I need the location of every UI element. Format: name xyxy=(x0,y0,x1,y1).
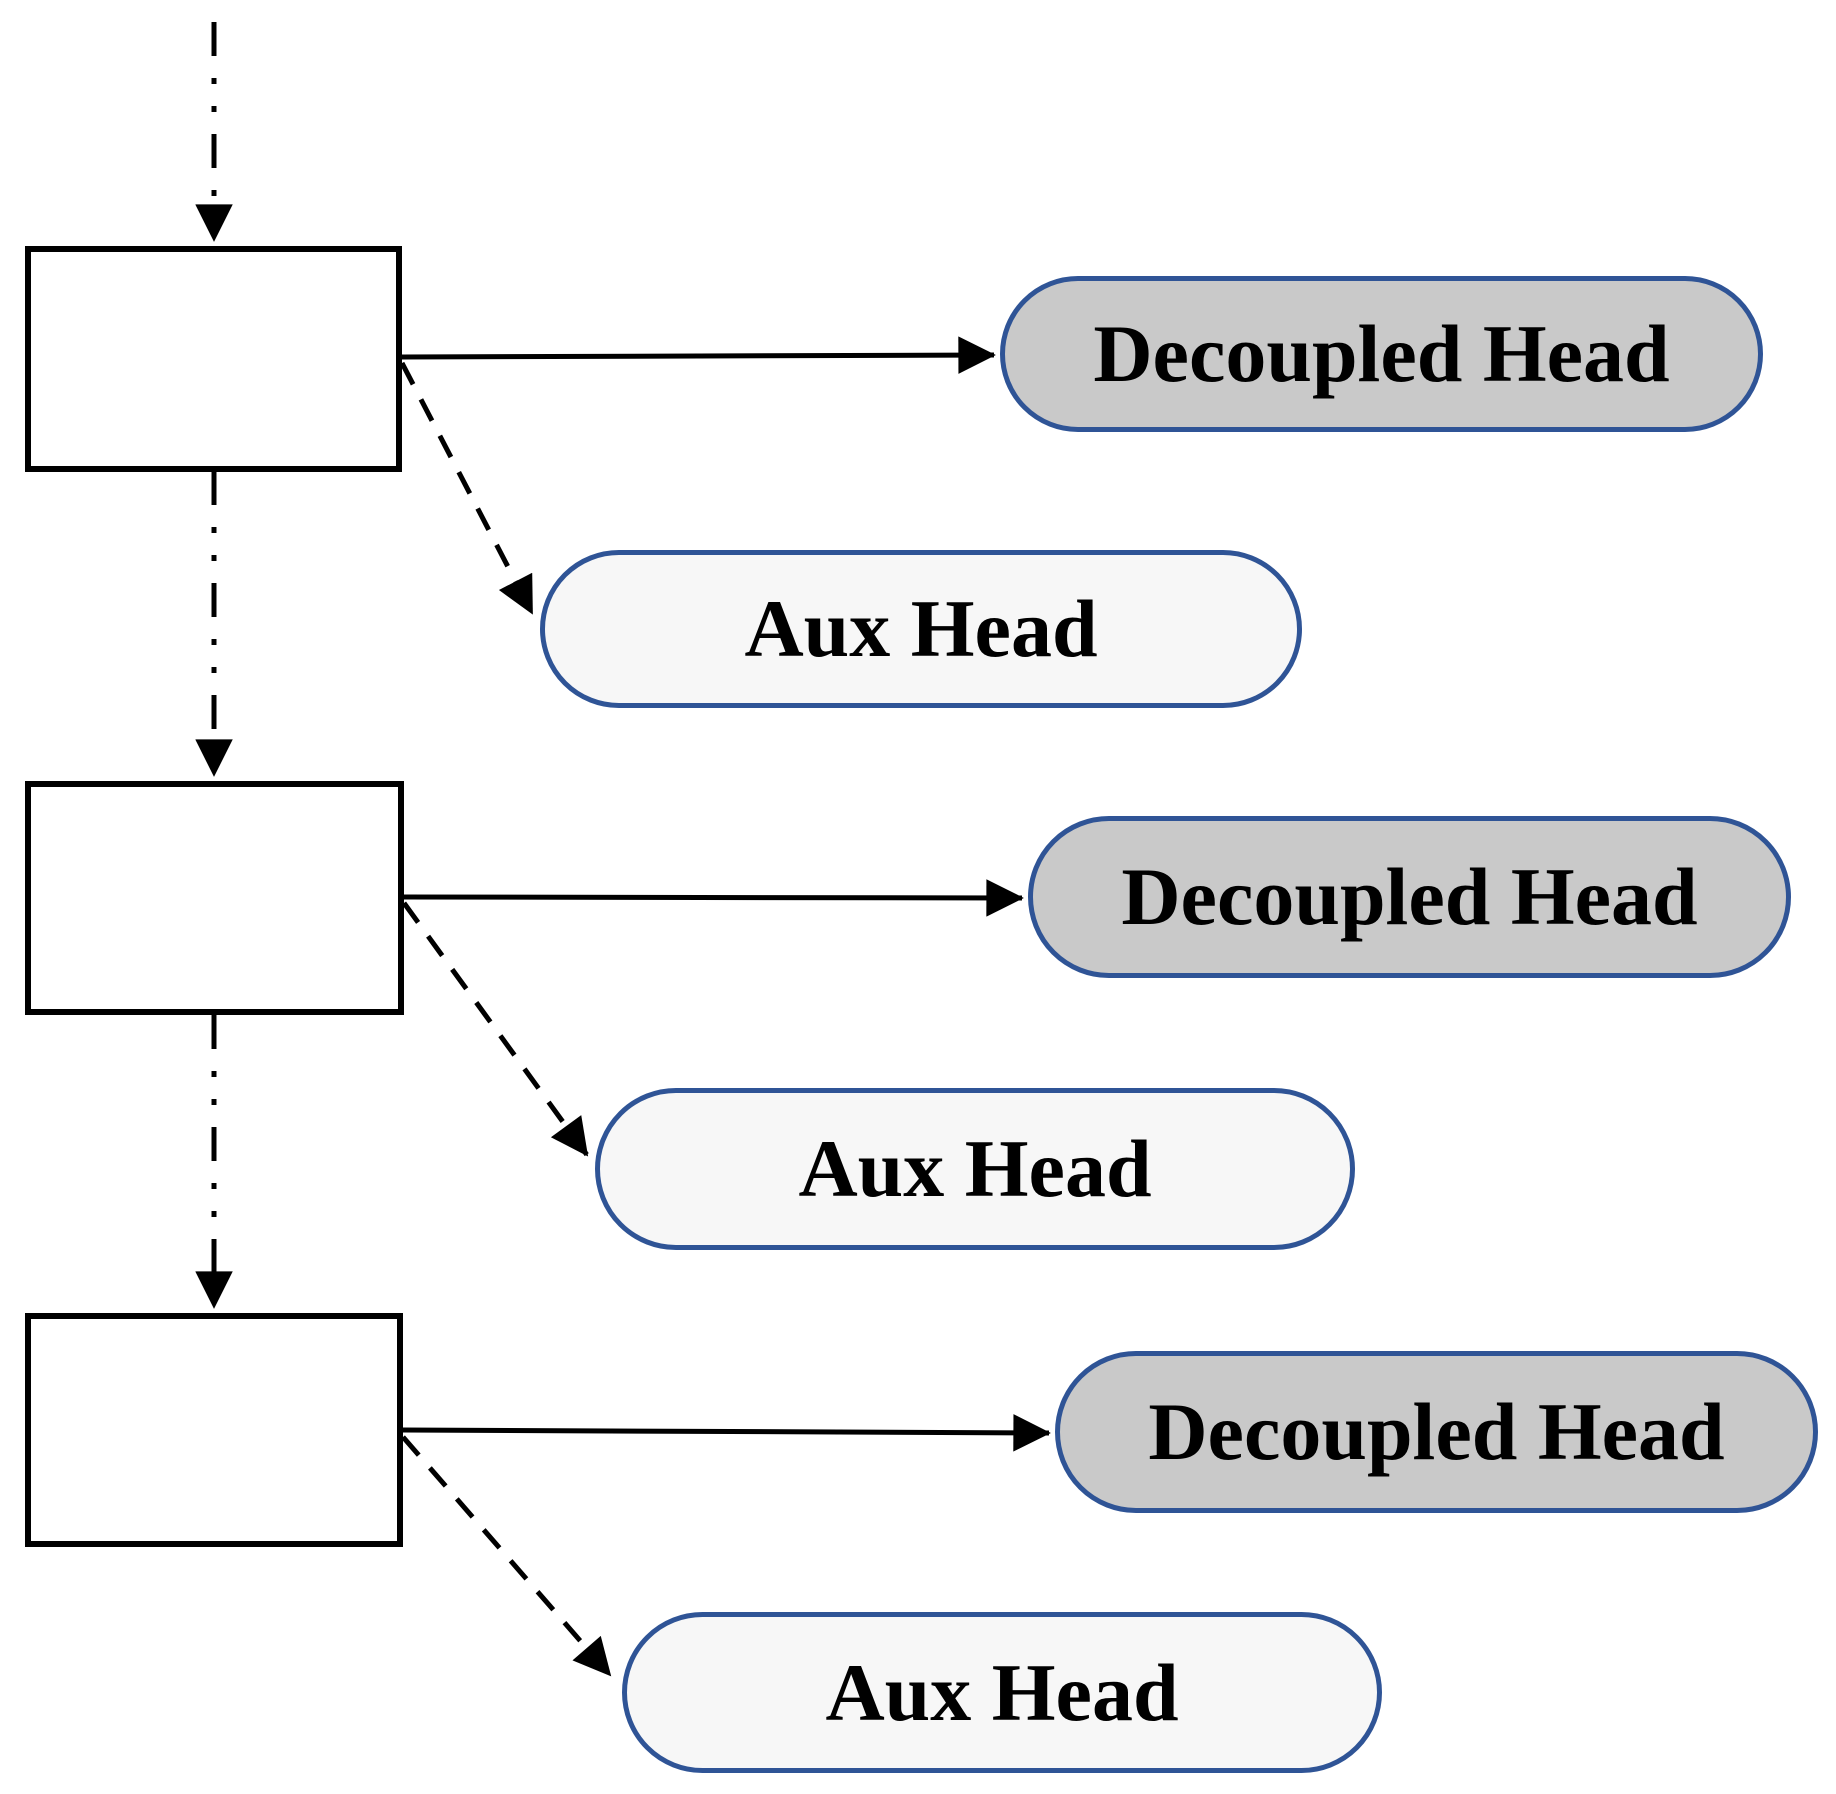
feature-box-3 xyxy=(25,1313,403,1547)
decoupled-head-2-label: Decoupled Head xyxy=(1121,851,1698,942)
decoupled-head-3-label: Decoupled Head xyxy=(1148,1386,1725,1477)
box3-to-aux-head-arrow xyxy=(401,1435,612,1677)
box2-to-aux-head-arrow xyxy=(401,901,590,1157)
aux-head-2: Aux Head xyxy=(595,1088,1355,1250)
box2-to-decoupled-head-arrow xyxy=(403,879,1024,917)
box3-to-decoupled-head-arrow xyxy=(402,1414,1051,1452)
box1-to-decoupled-head-arrow xyxy=(401,336,996,374)
aux-head-3: Aux Head xyxy=(622,1612,1382,1773)
aux-head-1: Aux Head xyxy=(540,550,1302,708)
box1-to-aux-head-arrow xyxy=(399,361,535,615)
aux-head-3-label: Aux Head xyxy=(825,1646,1179,1738)
decoupled-head-3: Decoupled Head xyxy=(1055,1351,1818,1513)
decoupled-head-1: Decoupled Head xyxy=(1000,276,1763,432)
aux-head-1-label: Aux Head xyxy=(744,583,1098,674)
decoupled-head-2: Decoupled Head xyxy=(1028,816,1791,978)
aux-head-2-label: Aux Head xyxy=(798,1123,1152,1214)
decoupled-head-1-label: Decoupled Head xyxy=(1093,308,1670,399)
feature-box-2 xyxy=(25,781,404,1015)
feature-box-1 xyxy=(25,246,402,472)
